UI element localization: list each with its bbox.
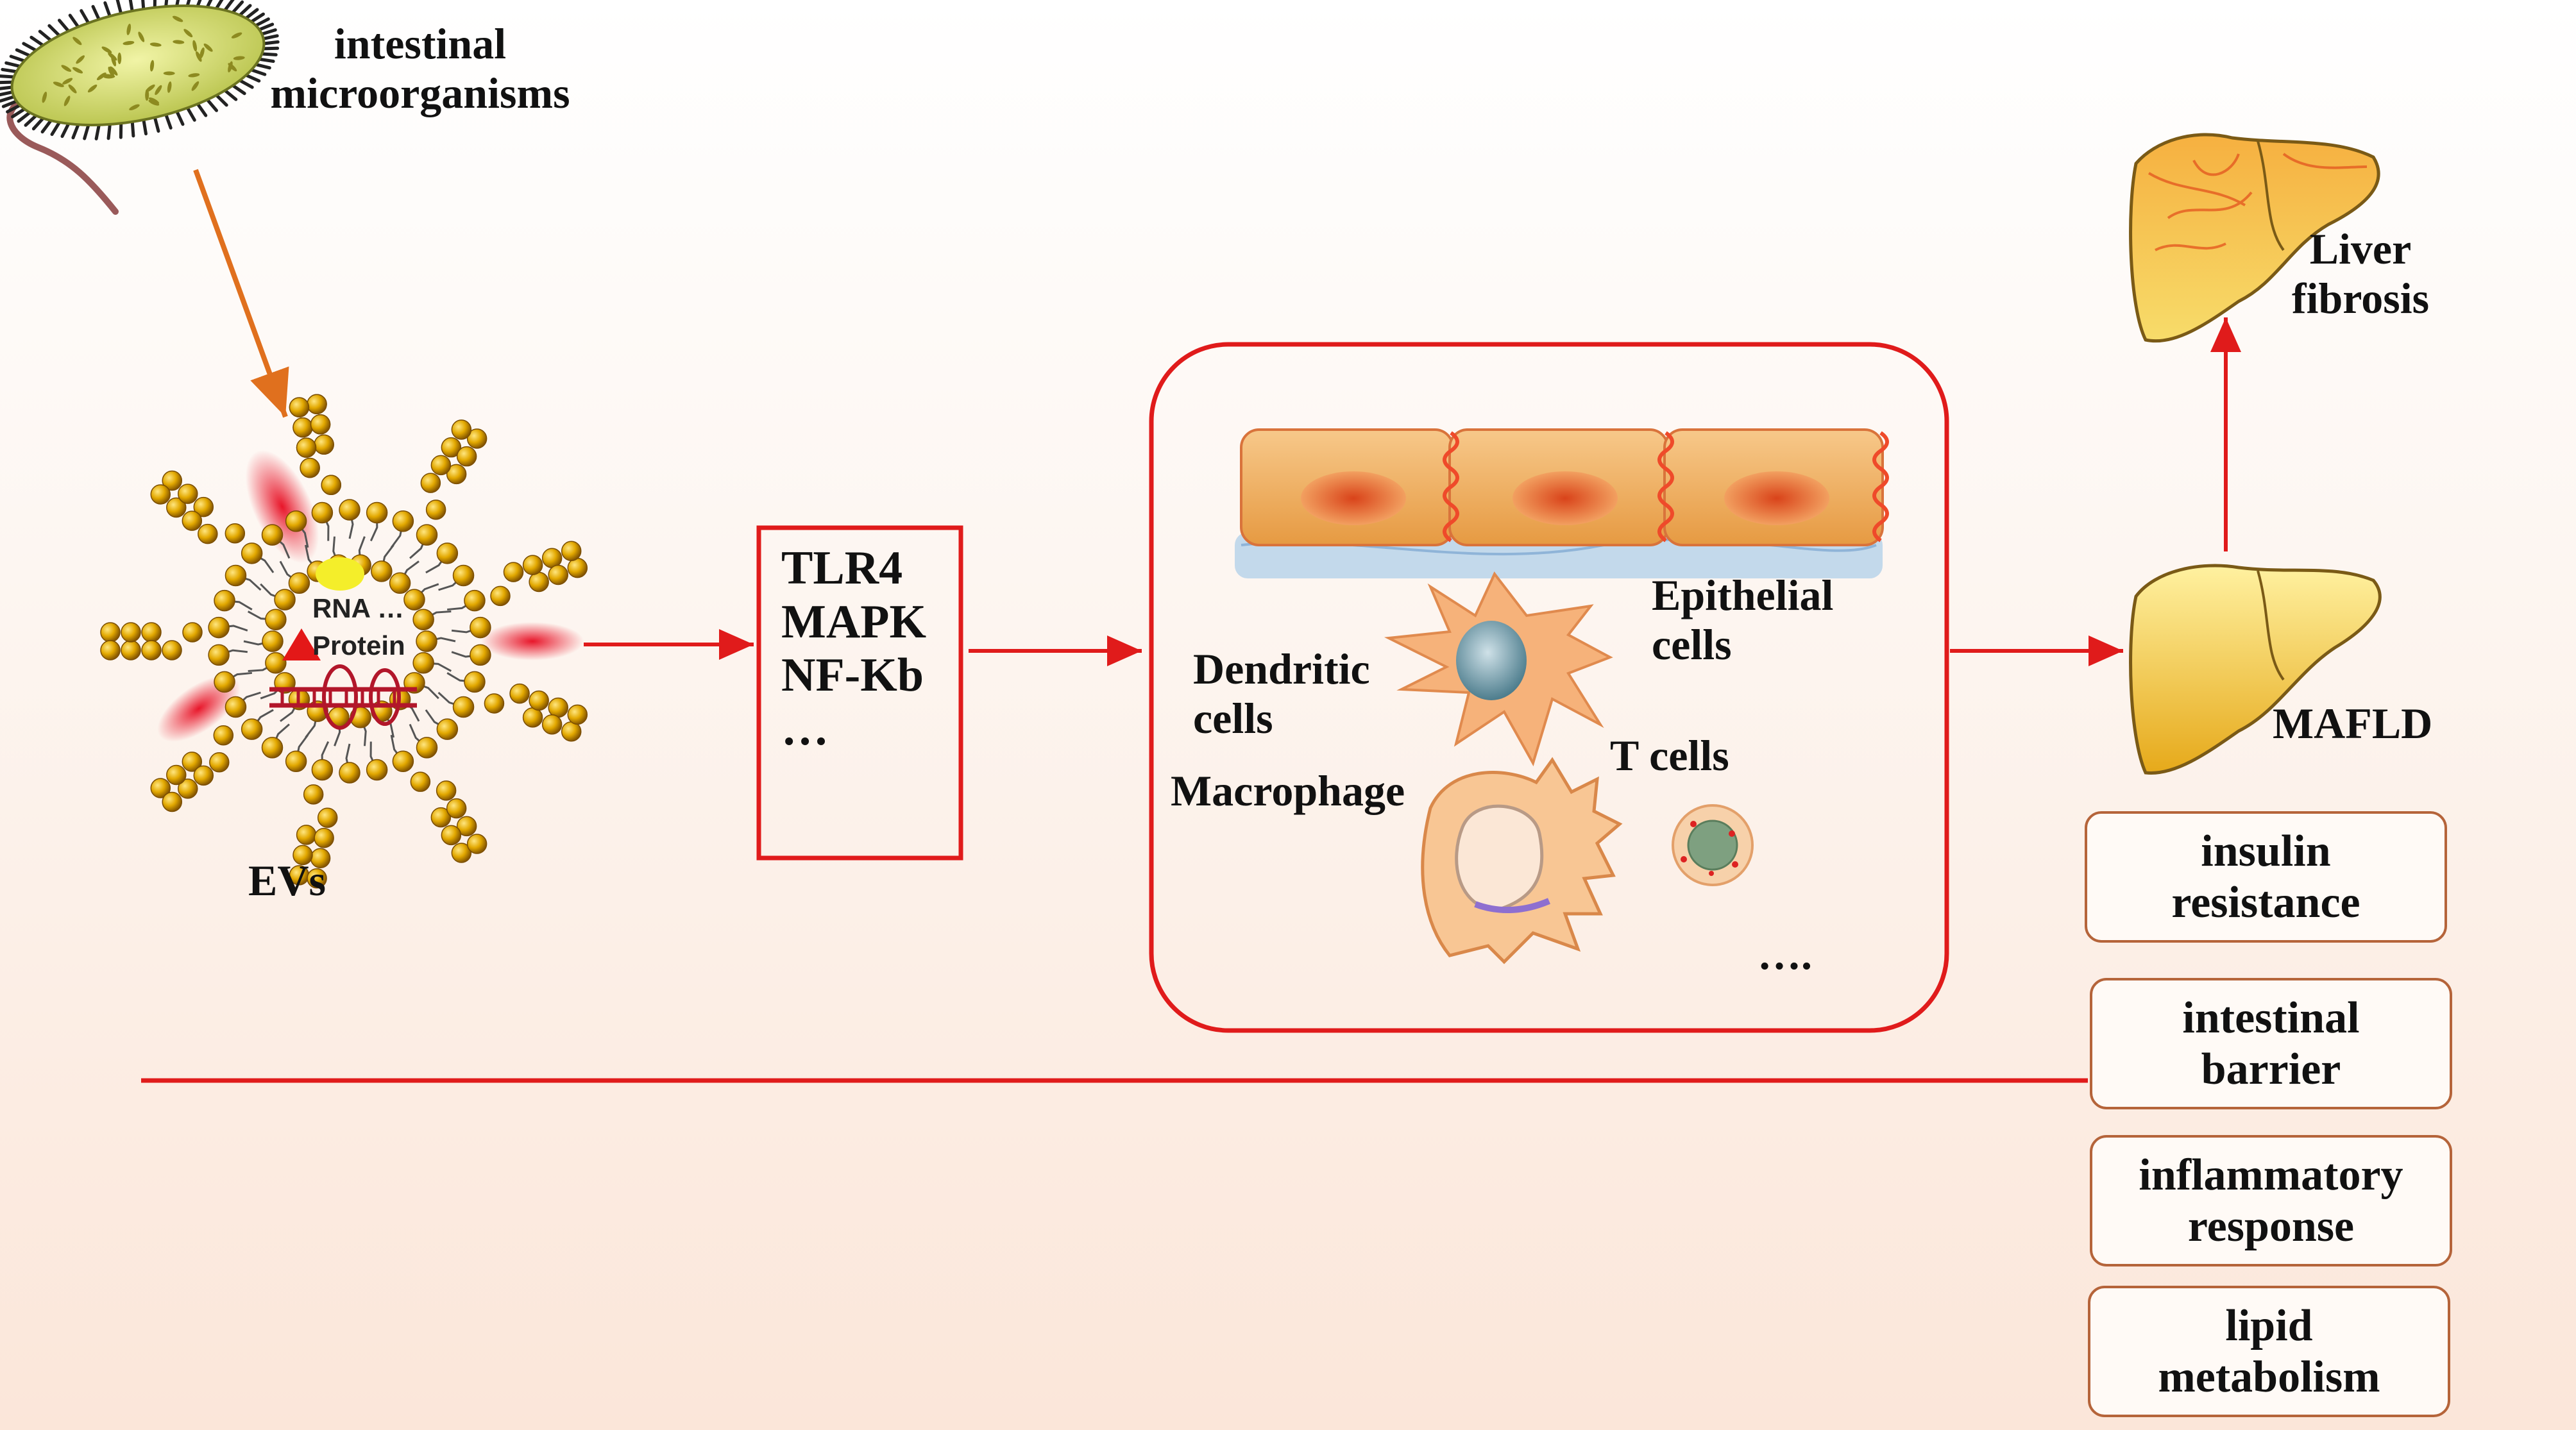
effect-line: metabolism bbox=[2158, 1352, 2380, 1402]
effect-box-intestinal-barrier: intestinal barrier bbox=[2090, 978, 2452, 1109]
effect-box-inflammatory-response: inflammatory response bbox=[2090, 1135, 2452, 1266]
fibrosis-label-line: Liver bbox=[2309, 224, 2412, 273]
effect-line: intestinal bbox=[2182, 993, 2360, 1043]
pathway-item: NF-Kb bbox=[781, 649, 924, 702]
dendritic-label-line: Dendritic bbox=[1193, 644, 1370, 693]
intestinal-microorganisms-label: intestinal microorganisms bbox=[260, 19, 580, 118]
liver-fibrosis-icon bbox=[2129, 133, 2380, 343]
cells-box bbox=[1149, 342, 1949, 1033]
mafld-label: MAFLD bbox=[2273, 699, 2433, 748]
extracellular-vesicle-icon bbox=[100, 394, 588, 889]
epithelial-cells-label: Epithelial cells bbox=[1652, 571, 1833, 669]
macrophage-icon bbox=[1421, 757, 1623, 964]
effect-line: insulin bbox=[2201, 826, 2331, 876]
effect-line: lipid bbox=[2225, 1300, 2313, 1350]
pathway-list: TLR4 MAPK NF-Kb … bbox=[781, 542, 926, 756]
liver-mafld-icon bbox=[2129, 564, 2382, 775]
effect-line: resistance bbox=[2171, 877, 2360, 927]
macrophage-label: Macrophage bbox=[1171, 766, 1405, 815]
dendritic-cell-icon bbox=[1384, 571, 1613, 767]
liver-fibrosis-label: Liver fibrosis bbox=[2264, 224, 2457, 323]
bacteria-to-ev-arrow bbox=[193, 169, 289, 418]
ev-cargo-rna: RNA … bbox=[312, 593, 405, 623]
fibrosis-label-line: fibrosis bbox=[2291, 273, 2430, 323]
effect-line: barrier bbox=[2201, 1044, 2341, 1094]
epithelial-layer-icon bbox=[1235, 428, 1889, 578]
ev-label: EVs bbox=[248, 856, 326, 905]
pathway-item: MAPK bbox=[781, 595, 927, 648]
bacterium-icon bbox=[0, 0, 280, 215]
epithelial-label-line: Epithelial bbox=[1652, 571, 1834, 619]
source-label-line: microorganisms bbox=[270, 68, 570, 117]
pathway-item: … bbox=[781, 702, 829, 755]
pathway-box bbox=[756, 525, 963, 861]
pathway-item: TLR4 bbox=[781, 542, 903, 594]
effect-line: response bbox=[2187, 1201, 2355, 1251]
effect-line: inflammatory bbox=[2139, 1150, 2403, 1200]
t-cells-label: T cells bbox=[1610, 731, 1729, 780]
epithelial-label-line: cells bbox=[1652, 619, 1732, 669]
ev-cargo-protein: Protein bbox=[312, 630, 405, 660]
effect-box-insulin-resistance: insulin resistance bbox=[2085, 811, 2447, 943]
effect-box-lipid-metabolism: lipid metabolism bbox=[2088, 1286, 2450, 1417]
more-cells-ellipsis: …. bbox=[1758, 930, 1812, 979]
t-cell-icon bbox=[1672, 804, 1754, 886]
dendritic-label-line: cells bbox=[1193, 693, 1273, 743]
dendritic-cells-label: Dendritic cells bbox=[1193, 644, 1370, 743]
source-label-line: intestinal bbox=[334, 19, 507, 68]
